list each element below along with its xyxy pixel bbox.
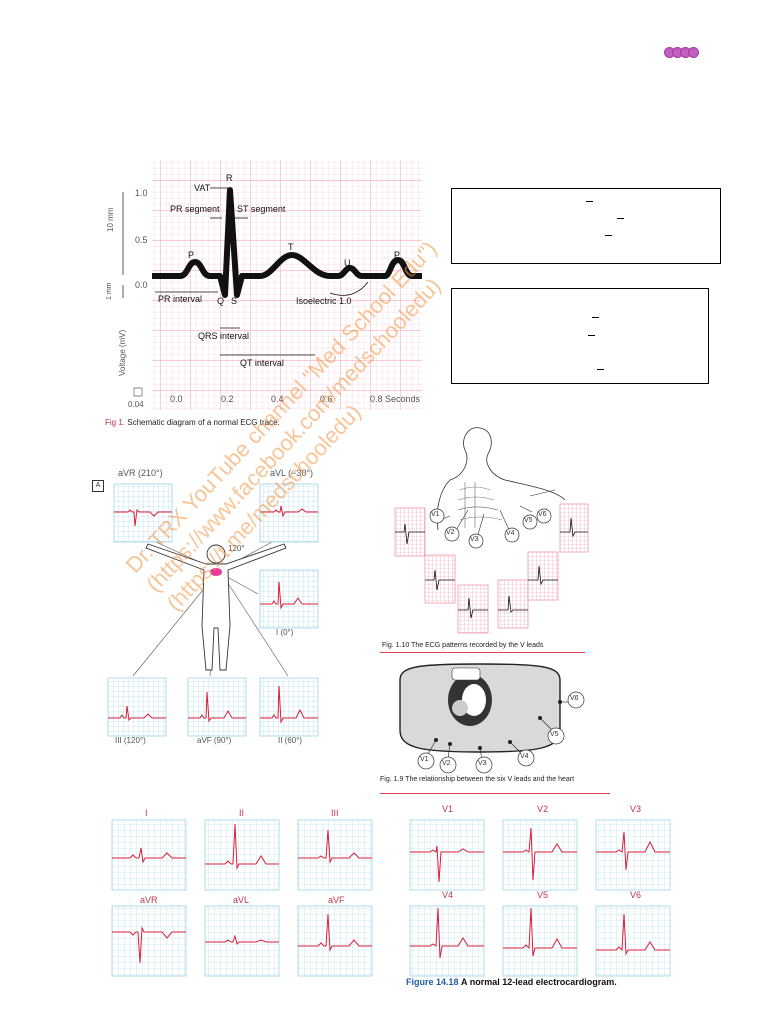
- v1-label: V1: [431, 511, 440, 518]
- x-tick-0: 0.0: [170, 394, 183, 404]
- limb-leads-figure: A aVR (210°) aVL (−30°) 120° I (0°) III …: [88, 466, 328, 756]
- divider: [380, 652, 585, 653]
- divider-2: [380, 793, 610, 794]
- lead-label-avl: aVL: [233, 895, 250, 905]
- panel-letter: A: [92, 480, 104, 492]
- st-segment-label: ST segment: [237, 204, 286, 214]
- x-tick-02: 0.2: [221, 394, 234, 404]
- lead-label-avf: aVF: [328, 895, 345, 905]
- twelve-lead-ecg-figure: I II III aVR aVL aVF V1 V2 V3 V4 V5 V6: [100, 800, 680, 1000]
- lead-label-v1: V1: [442, 804, 454, 814]
- heart-cross-section-figure: V1 V2 V3 V4 V5 V6 Fig. 1.9 The relations…: [380, 658, 610, 793]
- fig1-caption-number: Fig 1.: [105, 418, 126, 427]
- v-leads-caption: Fig. 1.10 The ECG patterns recorded by t…: [382, 642, 544, 649]
- blank-answer-box-2: [451, 288, 709, 384]
- ecg-schematic-figure: 1.0 0.5 0.0 10 mm 1 mm Voltage (mV) 0.04…: [100, 150, 440, 435]
- lead-label-ii: II: [239, 808, 245, 818]
- avl-angle-label: aVL (−30°): [270, 468, 314, 478]
- ecg-strips: [107, 483, 319, 737]
- decorative-dots-icon: [664, 47, 700, 59]
- lead-label-v2: V2: [537, 804, 549, 814]
- lead-ii-label: II (60°): [278, 736, 303, 745]
- fig1-caption-text: Schematic diagram of a normal ECG trace.: [127, 418, 280, 427]
- twelve-lead-caption: Figure 14.18 A normal 12-lead electrocar…: [406, 977, 617, 987]
- lead-label-v3: V3: [630, 804, 642, 814]
- p-wave-2-label: P: [394, 250, 401, 260]
- isoelectric-label: Isoelectric 1.0: [296, 296, 352, 306]
- y-tick-1: 1.0: [135, 188, 148, 198]
- heart-cross-section-graphic: [399, 663, 585, 774]
- ecg-schematic-graphic: [122, 160, 422, 410]
- limb-leads-graphic: [107, 483, 319, 737]
- twelve-lead-caption-number: Figure 14.18: [406, 977, 459, 987]
- heart-v2-label: V2: [442, 760, 451, 767]
- p-wave-label: P: [188, 250, 195, 260]
- lead-i-label: I (0°): [276, 628, 294, 637]
- lead-label-avr: aVR: [140, 895, 158, 905]
- heart-v5-label: V5: [550, 731, 559, 738]
- heart-caption: Fig. 1.9 The relationship between the si…: [380, 776, 575, 783]
- avr-angle-label: aVR (210°): [118, 468, 163, 478]
- lead-label-v5: V5: [537, 890, 549, 900]
- twelve-lead-strips: [111, 819, 671, 977]
- lead-label-v6: V6: [630, 890, 642, 900]
- u-wave-label: U: [344, 258, 351, 268]
- heart-v3-label: V3: [478, 760, 487, 767]
- v3-label: V3: [470, 536, 479, 543]
- blank-answer-box-1: [451, 188, 721, 264]
- fig1-caption: Fig 1. Schematic diagram of a normal ECG…: [105, 418, 280, 427]
- heart-v4-label: V4: [520, 753, 529, 760]
- twelve-lead-caption-text: A normal 12-lead electrocardiogram.: [461, 977, 617, 987]
- s-label: S: [231, 296, 238, 306]
- v-leads-figure: V1 V2 V3 V4 V5 V6 Fig. 1.10 The ECG patt…: [380, 420, 590, 655]
- v2-label: V2: [446, 529, 455, 536]
- angle-120-label: 120°: [228, 544, 245, 553]
- v-leads-graphic: [394, 427, 589, 634]
- q-label: Q: [217, 296, 225, 306]
- vat-label: VAT: [194, 183, 211, 193]
- v6-label: V6: [538, 511, 547, 518]
- y-label-10mm: 10 mm: [106, 207, 115, 232]
- lead-label-iii: III: [331, 808, 339, 818]
- y-tick-05: 0.5: [135, 235, 148, 245]
- qrs-interval-label: QRS interval: [198, 331, 250, 341]
- heart-v6-label: V6: [570, 695, 579, 702]
- pr-interval-label: PR interval: [158, 294, 203, 304]
- r-label: R: [226, 173, 233, 183]
- y-label-1mm: 1 mm: [106, 282, 113, 301]
- scale-label: 0.04: [128, 400, 144, 409]
- v5-label: V5: [524, 517, 533, 524]
- y-label-voltage: Voltage (mV): [118, 329, 127, 376]
- v4-label: V4: [506, 530, 515, 537]
- lead-label-i: I: [145, 808, 148, 818]
- x-tick-04: 0.4: [271, 394, 284, 404]
- pr-segment-label: PR segment: [170, 204, 220, 214]
- lead-avf-label: aVF (90°): [197, 736, 232, 745]
- heart-v1-label: V1: [420, 756, 429, 763]
- x-tick-06: 0.6: [320, 394, 333, 404]
- y-tick-0: 0.0: [135, 280, 148, 290]
- x-tick-08: 0.8 Seconds: [370, 394, 421, 404]
- qt-interval-label: QT interval: [240, 358, 284, 368]
- t-wave-label: T: [288, 242, 294, 252]
- lead-iii-label: III (120°): [115, 736, 146, 745]
- lead-label-v4: V4: [442, 890, 454, 900]
